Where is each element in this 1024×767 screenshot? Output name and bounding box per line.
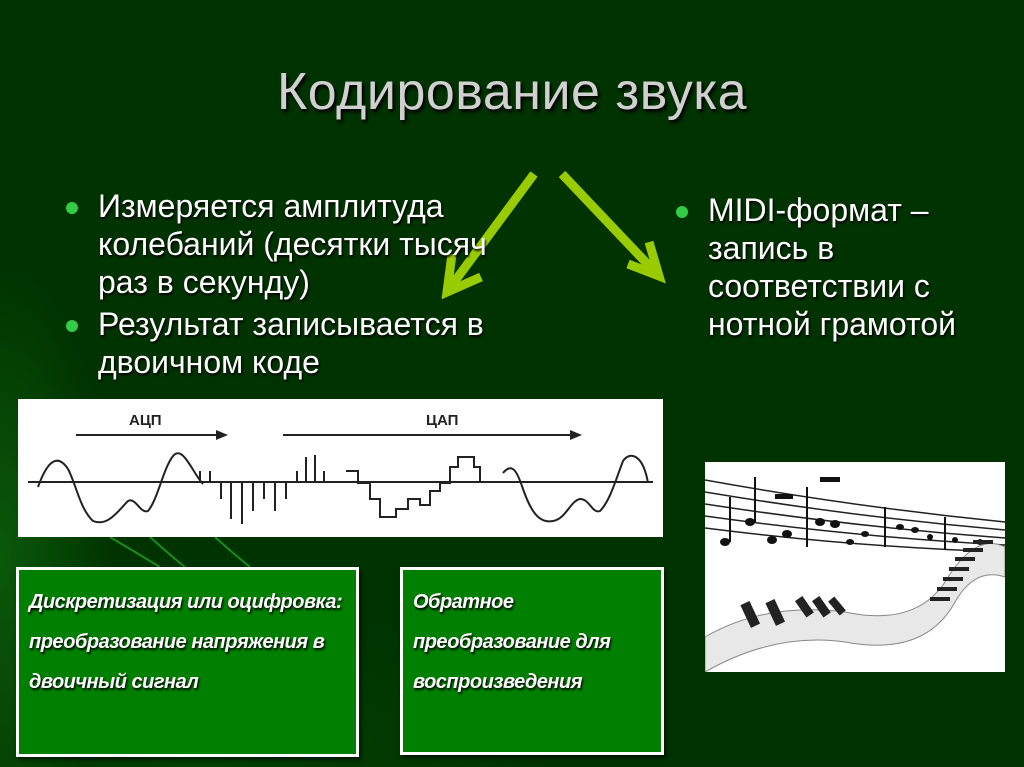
bullet-item: Результат записывается в двоичном коде [58, 305, 518, 381]
slide-title: Кодирование звука [276, 63, 748, 121]
adc-description-box: Дискретизация или оцифровка: преобразова… [16, 567, 359, 757]
bullet-item: MIDI-формат – запись в соответствии с но… [668, 191, 988, 343]
bullet-item: Измеряется амплитуда колебаний (десятки … [58, 187, 518, 301]
arrow-down-left-icon [441, 171, 538, 300]
box-text: Обратное преобразование для воспроизведе… [413, 591, 611, 693]
box-text: Дискретизация или оцифровка: преобразова… [29, 591, 343, 693]
sheet-music-piano-image [705, 462, 1005, 672]
bullet-dot-icon [676, 206, 688, 218]
waveform-graphic [28, 430, 653, 524]
arrow-right-icon [216, 430, 228, 440]
bullet-dot-icon [66, 320, 78, 332]
left-bullet-list: Измеряется амплитуда колебаний (десятки … [58, 187, 518, 385]
bullet-text: MIDI-формат – запись в соответствии с но… [708, 192, 956, 342]
bullet-text: Результат записывается в двоичном коде [98, 306, 484, 380]
adc-label: АЦП [129, 412, 162, 429]
right-bullet-list: MIDI-формат – запись в соответствии с но… [668, 191, 988, 347]
bullet-text: Измеряется амплитуда колебаний (десятки … [98, 188, 487, 300]
arrow-right-icon [570, 430, 582, 440]
adc-dac-waveform-diagram: АЦП ЦАП [18, 399, 663, 537]
dac-label: ЦАП [426, 412, 459, 429]
arrow-down-right-icon [558, 170, 666, 284]
dac-description-box: Обратное преобразование для воспроизведе… [400, 567, 664, 755]
bullet-dot-icon [66, 202, 78, 214]
music-notes-piano-graphic [705, 477, 1005, 672]
